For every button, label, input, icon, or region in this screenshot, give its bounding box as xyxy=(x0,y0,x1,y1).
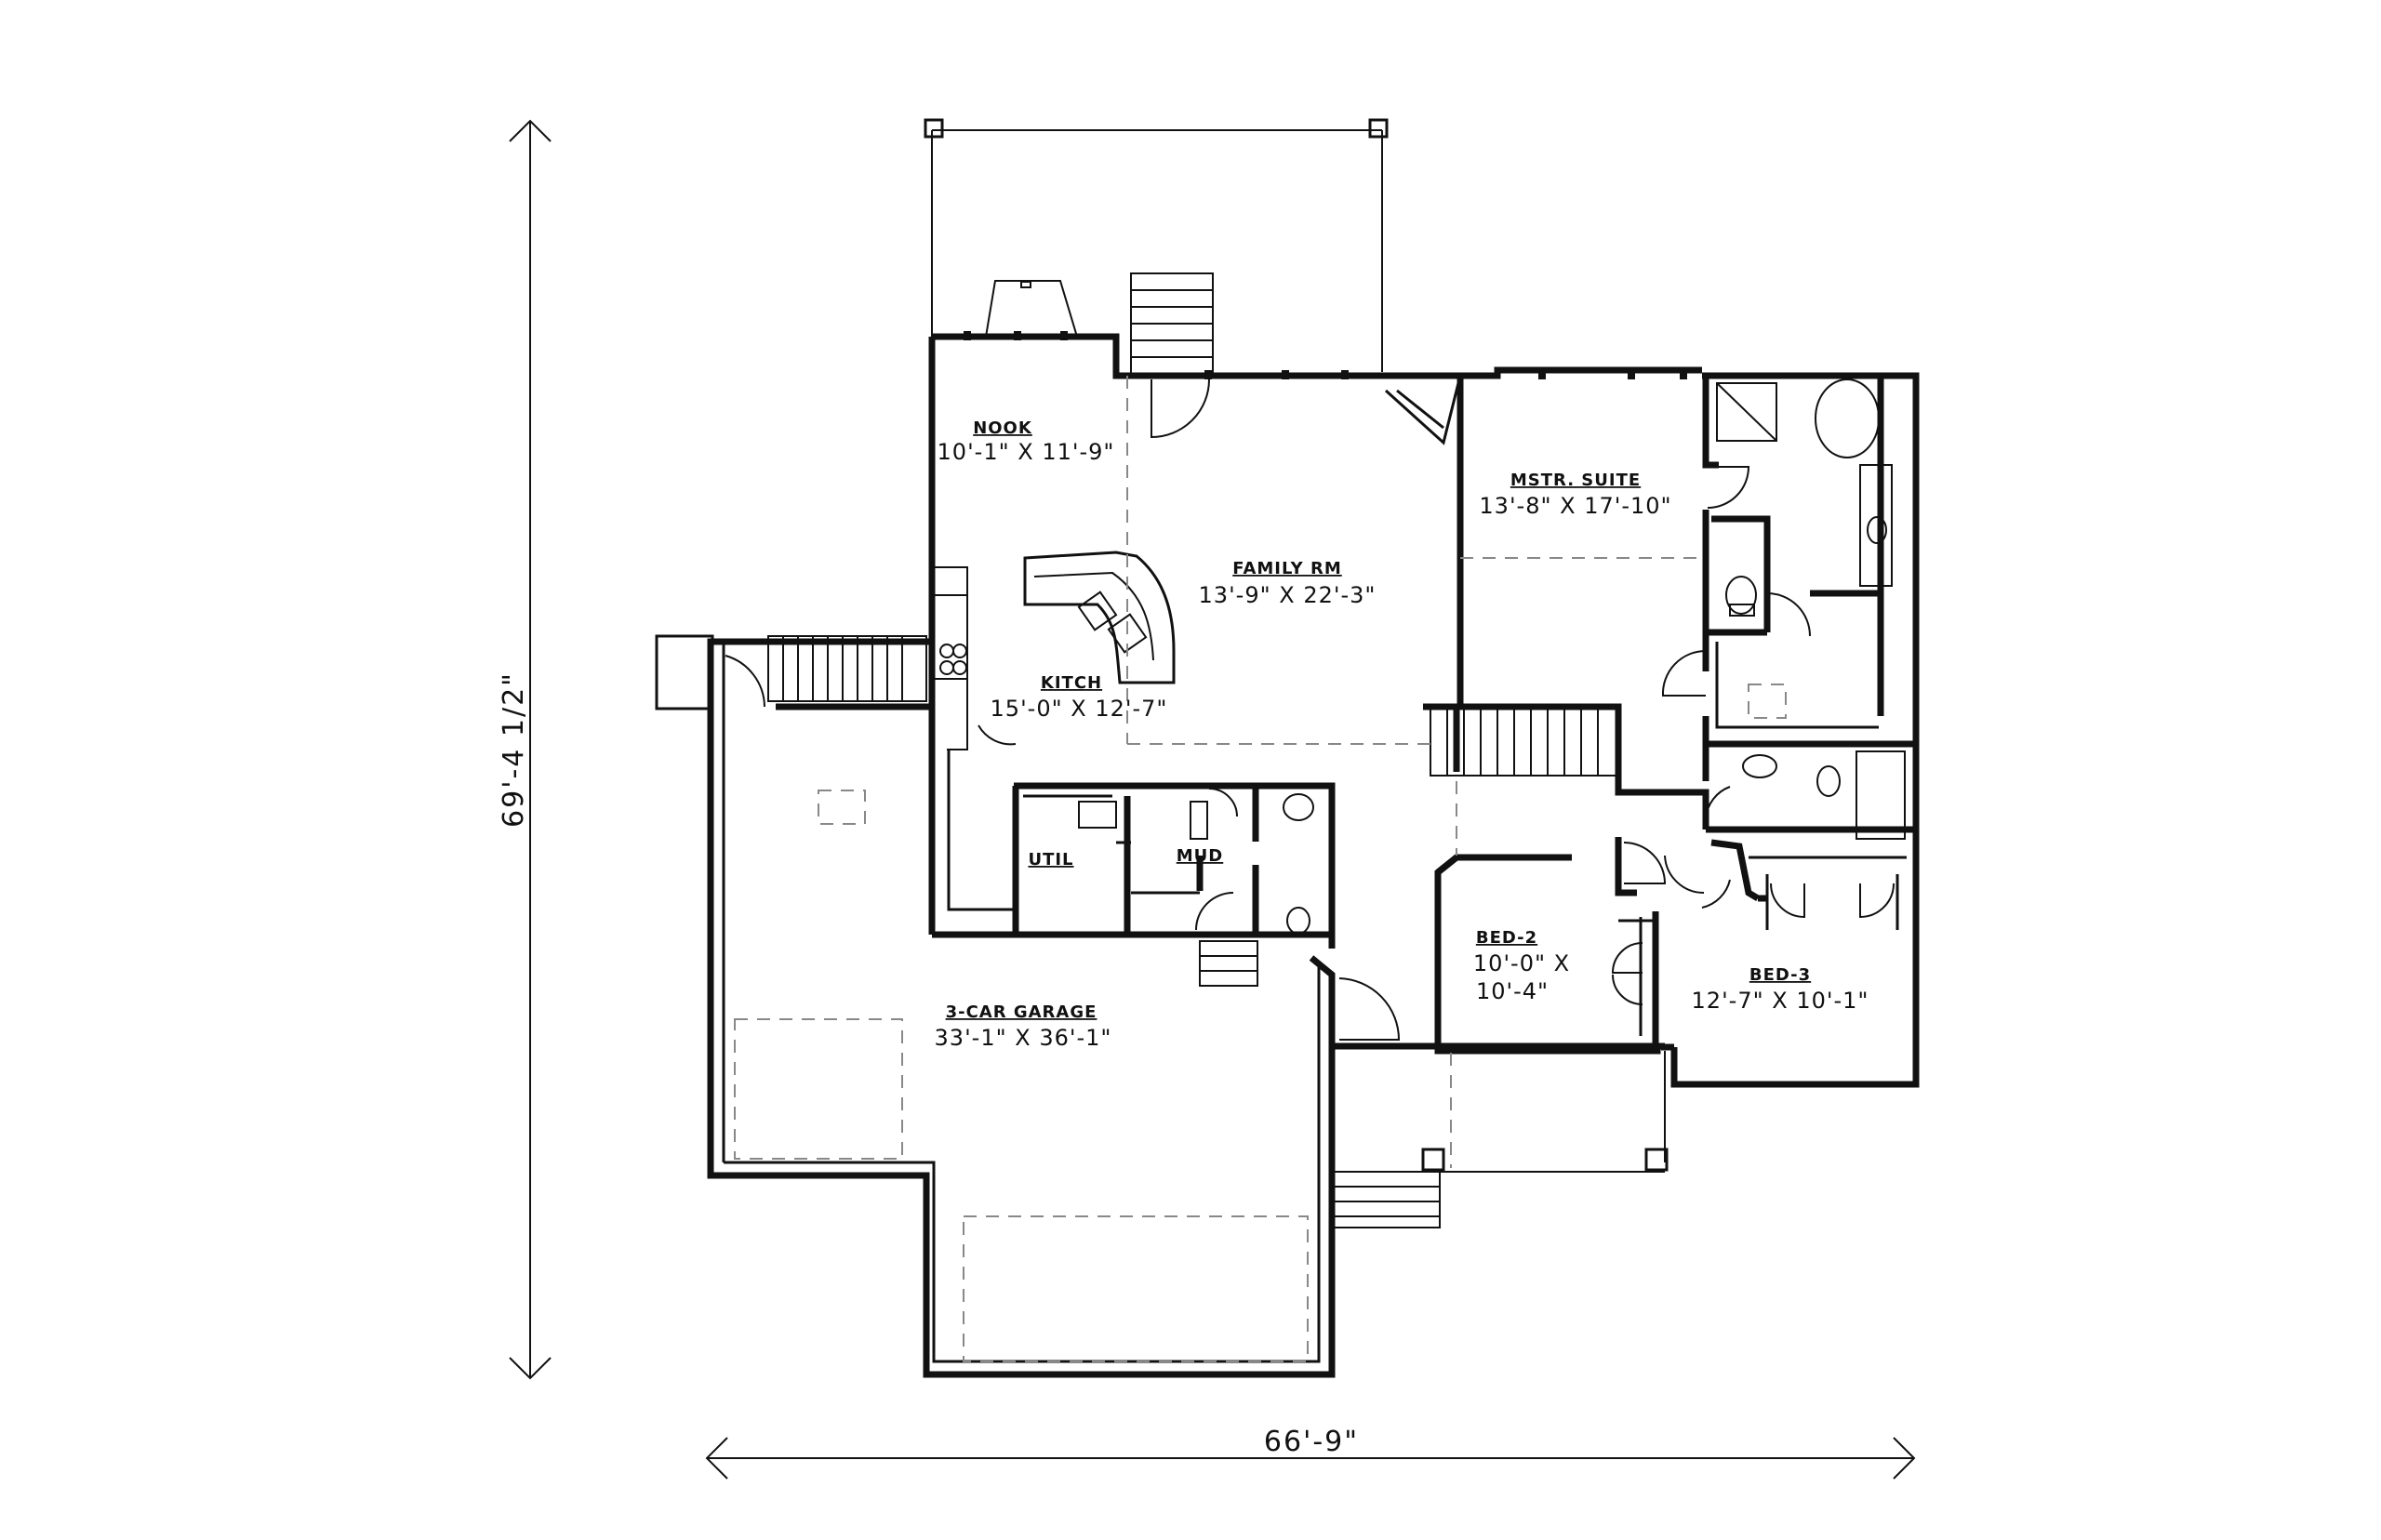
room-bed2: BED-2 10'-0" X 10'-4" xyxy=(1473,928,1570,1004)
bed3-name: BED-3 xyxy=(1749,965,1811,985)
bed2-dims-line2: 10'-4" xyxy=(1476,978,1549,1004)
depth-dimension-label: 69'-4 1/2" xyxy=(498,671,530,828)
exterior-walls xyxy=(655,333,1920,1378)
kitchen-name: KITCH xyxy=(1041,673,1102,693)
nook-dims: 10'-1" X 11'-9" xyxy=(938,439,1115,465)
room-mud: MUD xyxy=(1177,846,1223,866)
bed2-dims-line1: 10'-0" X xyxy=(1473,950,1570,976)
room-family: FAMILY RM 13'-9" X 22'-3" xyxy=(1199,559,1377,608)
garage-dims: 33'-1" X 36'-1" xyxy=(935,1025,1112,1051)
rear-windows xyxy=(964,331,1687,379)
kitchen-dims: 15'-0" X 12'-7" xyxy=(991,696,1168,722)
room-kitchen: KITCH 15'-0" X 12'-7" xyxy=(991,673,1168,722)
width-dimension-line xyxy=(705,1437,1916,1480)
room-garage: 3-CAR GARAGE 33'-1" X 36'-1" xyxy=(935,1002,1112,1051)
util-name: UTIL xyxy=(1028,850,1073,870)
mud-name: MUD xyxy=(1177,846,1223,866)
room-util: UTIL xyxy=(1028,850,1073,870)
door-swings xyxy=(725,378,1895,1041)
bed3-dims: 12'-7" X 10'-1" xyxy=(1692,988,1869,1014)
kitchen-island xyxy=(939,551,1176,684)
bath-fixtures xyxy=(1078,378,1906,935)
room-nook: NOOK 10'-1" X 11'-9" xyxy=(938,418,1115,465)
room-master: MSTR. SUITE 13'-8" X 17'-10" xyxy=(1479,471,1671,519)
garage-name: 3-CAR GARAGE xyxy=(946,1002,1097,1022)
bed2-name: BED-2 xyxy=(1476,928,1537,948)
room-bed3: BED-3 12'-7" X 10'-1" xyxy=(1692,965,1869,1014)
interior-walls xyxy=(767,374,1916,1051)
depth-dimension-line xyxy=(509,119,552,1380)
master-name: MSTR. SUITE xyxy=(1510,471,1641,490)
front-porch xyxy=(1331,1042,1669,1228)
dashed-lines xyxy=(734,376,1787,1362)
nook-name: NOOK xyxy=(973,418,1032,438)
width-dimension-label: 66'-9" xyxy=(1264,1426,1359,1458)
family-name: FAMILY RM xyxy=(1232,559,1342,578)
family-dims: 13'-9" X 22'-3" xyxy=(1199,582,1377,608)
master-dims: 13'-8" X 17'-10" xyxy=(1479,493,1671,519)
